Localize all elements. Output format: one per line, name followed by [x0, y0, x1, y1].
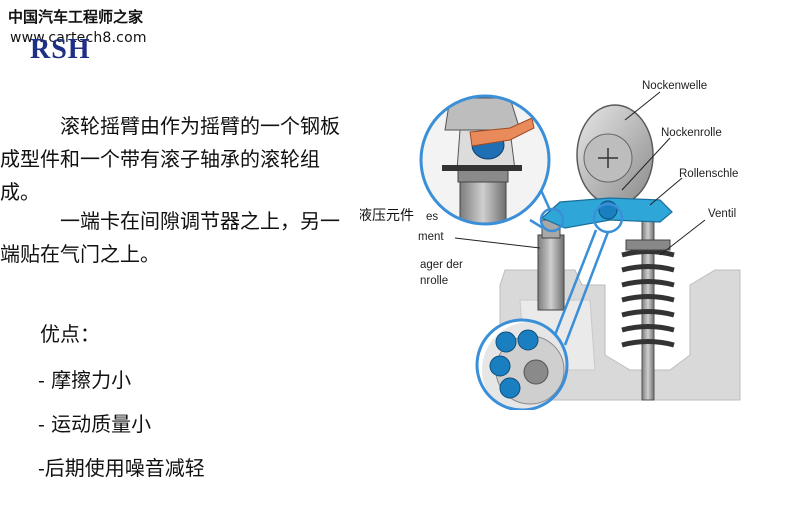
label-element-partial-1: es	[426, 211, 438, 223]
advantage-item: - 摩擦力小	[38, 368, 132, 392]
valve-spring	[621, 249, 675, 348]
site-name: 中国汽车工程师之家	[8, 8, 144, 26]
site-url: www.cartech8.com	[10, 30, 147, 46]
leader-ventil	[659, 219, 706, 256]
leader-element	[454, 237, 541, 249]
paragraph-text: 滚轮摇臂由作为摇臂的一个钢板成型件和一个带有滚子轴承的滚轮组成。	[0, 114, 340, 204]
label-rollenschle: Rollenschle	[679, 168, 738, 180]
roller-rocker-diagram: Nockenwelle Nockenrolle Rollenschle Vent…	[360, 80, 741, 410]
label-bearing-partial-2: nrolle	[420, 275, 448, 287]
paragraph-rocker-description: 滚轮摇臂由作为摇臂的一个钢板成型件和一个带有滚子轴承的滚轮组成。	[0, 110, 356, 209]
paragraph-mounting: 一端卡在间隙调节器之上，另一端贴在气门之上。	[0, 205, 356, 271]
hydraulic-lash-adjuster	[537, 219, 565, 311]
magnified-adjuster-view	[419, 94, 551, 226]
advantage-item: -后期使用噪音减轻	[38, 456, 205, 480]
label-nockenwelle: Nockenwelle	[642, 80, 707, 92]
label-nockenrolle: Nockenrolle	[661, 127, 722, 139]
advantages-title: 优点：	[40, 322, 100, 346]
paragraph-text: 一端卡在间隙调节器之上，另一端贴在气门之上。	[0, 209, 340, 266]
connector-bottom	[553, 229, 610, 346]
camshaft	[576, 104, 654, 206]
callout-ring-adjuster	[539, 207, 565, 233]
label-hydraulic-element: 液压元件	[360, 208, 414, 224]
adjuster-body	[537, 234, 565, 311]
leader-rollenschle	[649, 177, 683, 206]
advantage-item: - 运动质量小	[38, 412, 152, 436]
valve	[621, 219, 675, 401]
label-element-partial-2: ment	[418, 231, 444, 243]
magnified-bearing-view	[475, 318, 569, 410]
label-ventil: Ventil	[708, 208, 736, 220]
leader-nockenrolle	[621, 137, 671, 191]
rsh-logo: RSH	[30, 34, 91, 65]
spring-retainer	[625, 239, 671, 251]
label-bearing-partial-1: ager der	[420, 259, 463, 271]
leader-nockenwelle	[624, 91, 661, 121]
